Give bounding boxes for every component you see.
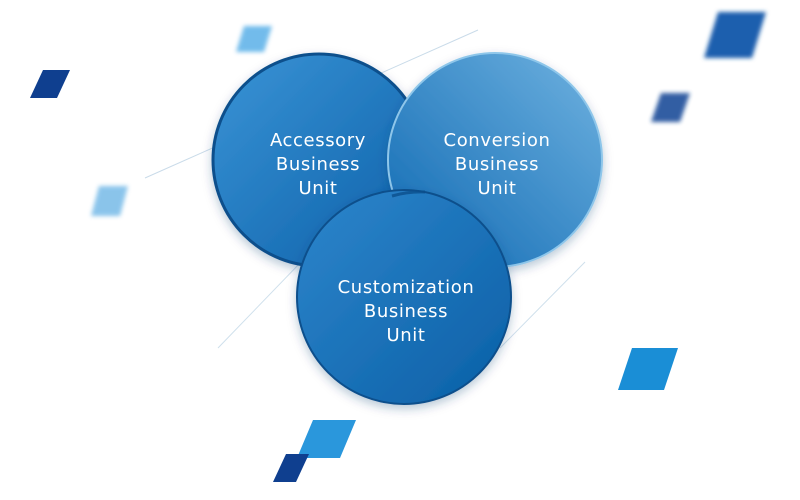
overlap-arc bbox=[391, 190, 426, 198]
decor-parallelogram bbox=[297, 420, 356, 458]
decor-parallelogram bbox=[91, 186, 128, 216]
decor-parallelogram bbox=[273, 454, 309, 482]
decor-line bbox=[499, 261, 586, 349]
decor-parallelogram bbox=[236, 26, 272, 52]
customization-circle bbox=[296, 189, 512, 405]
decor-parallelogram bbox=[704, 12, 766, 58]
decor-parallelogram bbox=[618, 348, 678, 390]
decor-parallelogram bbox=[30, 70, 70, 98]
decor-parallelogram bbox=[651, 93, 690, 122]
